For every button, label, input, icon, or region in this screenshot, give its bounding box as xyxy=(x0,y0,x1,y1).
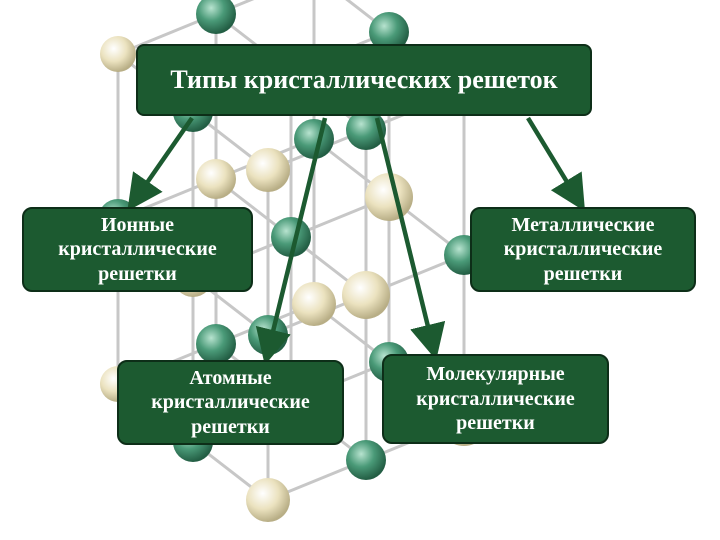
cream-atom xyxy=(100,36,136,72)
green-atom xyxy=(346,440,386,480)
cream-atom xyxy=(292,282,336,326)
cream-atom xyxy=(196,159,236,199)
green-atom xyxy=(196,0,236,34)
green-atom xyxy=(369,12,409,52)
cream-atom xyxy=(246,478,290,522)
metallic-lattice-box: Металлические кристаллические решетки xyxy=(470,207,696,292)
cream-atom xyxy=(342,271,390,319)
cream-atom xyxy=(246,148,290,192)
green-atom xyxy=(271,217,311,257)
green-atom xyxy=(346,110,386,150)
cream-atom xyxy=(365,173,413,221)
diagram-title: Типы кристаллических решеток xyxy=(136,44,592,116)
green-atom xyxy=(294,119,334,159)
molecular-lattice-box: Молекулярные кристаллические решетки xyxy=(382,354,609,444)
green-atom xyxy=(196,324,236,364)
atomic-lattice-box: Атомные кристаллические решетки xyxy=(117,360,344,445)
ionic-lattice-box: Ионные кристаллические решетки xyxy=(22,207,253,292)
green-atom xyxy=(248,315,288,355)
